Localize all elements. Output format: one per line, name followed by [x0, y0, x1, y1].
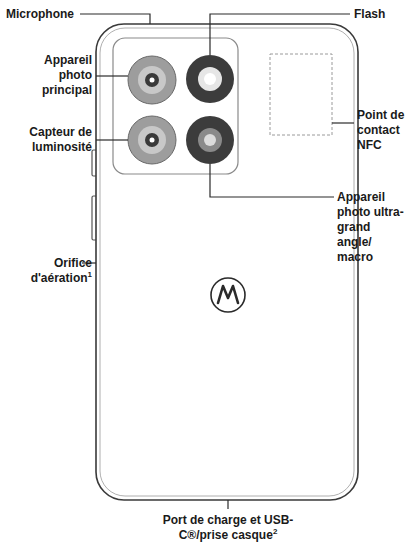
part-name: Point de contact NFC — [357, 108, 404, 152]
lens-center — [145, 73, 159, 87]
leader-line — [210, 14, 350, 55]
leader-line — [96, 75, 128, 76]
lens-center — [204, 134, 216, 146]
part-name: Capteur de luminosité — [29, 125, 92, 154]
part-name: Appareil photo principal — [42, 53, 92, 97]
main-camera-lens — [128, 56, 176, 104]
footnote-number: 1 — [88, 270, 92, 279]
sensor-lens — [128, 116, 176, 164]
leader-line — [96, 139, 128, 140]
lens-ring — [198, 128, 222, 152]
part-name: Orifice d'aération — [31, 256, 92, 285]
lens-glint — [150, 138, 155, 143]
flash-core — [204, 73, 216, 85]
camera-module — [113, 38, 238, 174]
part-label: Port de charge et USB-C®/prise casque2 — [138, 513, 318, 543]
part-name: Appareil photo ultra-grand angle/ macro — [337, 190, 404, 264]
nfc-area — [270, 54, 332, 135]
part-label: Capteur de luminosité — [20, 125, 92, 155]
flash-center — [198, 67, 222, 91]
phone-inner-edge — [100, 28, 354, 496]
part-label: Flash — [354, 7, 404, 22]
logo-mark — [218, 286, 238, 303]
part-label: Point de contact NFC — [357, 108, 405, 153]
logo-circle — [211, 278, 245, 312]
lens-center — [145, 133, 159, 147]
part-label: Microphone — [6, 7, 80, 22]
part-name: Microphone — [6, 7, 74, 21]
footnote-number: 2 — [273, 527, 277, 536]
ultrawide-lens — [186, 116, 234, 164]
lens-ring — [138, 66, 166, 94]
part-name: Flash — [354, 7, 385, 21]
leader-line — [80, 14, 150, 24]
phone-outline — [96, 24, 358, 500]
lens-glint — [150, 78, 155, 83]
flash-symbol — [186, 55, 234, 103]
leader-line — [210, 164, 334, 197]
part-label: Orifice d'aération1 — [12, 256, 92, 286]
leader-line — [227, 500, 228, 509]
lens-ring — [138, 126, 166, 154]
part-label: Appareil photo principal — [28, 53, 92, 98]
part-label: Appareil photo ultra-grand angle/ macro — [337, 190, 405, 265]
leader-line — [332, 122, 354, 123]
